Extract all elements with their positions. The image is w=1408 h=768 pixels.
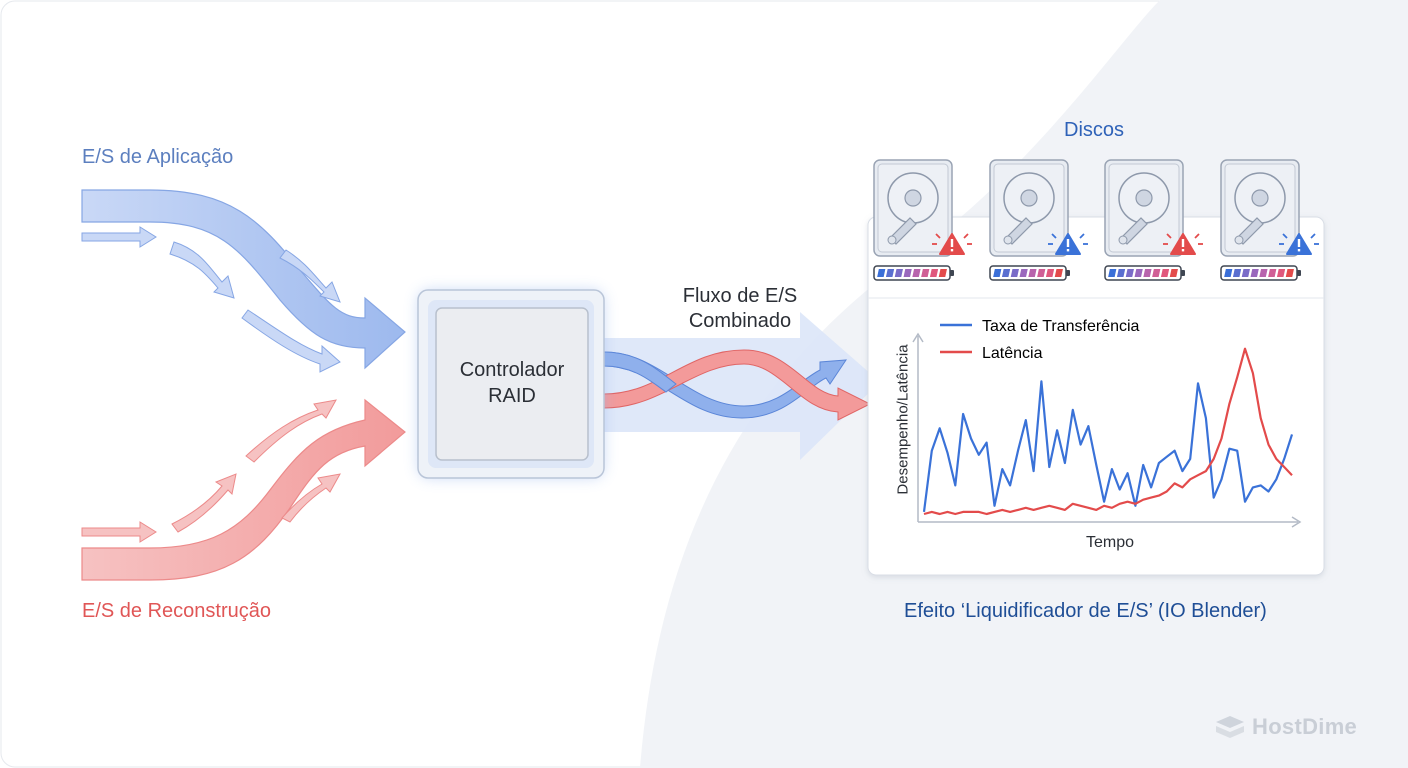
- combined-flow-arrow: [600, 312, 880, 460]
- combined-flow-line1: Fluxo de E/S: [682, 285, 798, 307]
- hard-disk-icon: [1104, 159, 1203, 281]
- rebuild-small-arrow-2: [171, 473, 237, 533]
- io-blender-caption: Efeito ‘Liquidificador de E/S’ (IO Blend…: [904, 600, 1267, 622]
- legend-label-latency: Latência: [982, 345, 1043, 362]
- combined-flow-label: Fluxo de E/S Combinado: [640, 284, 840, 334]
- application-io-label: E/S de Aplicação: [82, 146, 234, 168]
- hostdime-logo-icon: [1216, 716, 1244, 738]
- application-small-arrow-1: [81, 226, 157, 248]
- throughput-series-line: [922, 380, 1294, 513]
- y-axis-label: Desempenho/Latência: [894, 344, 912, 495]
- chart-series: [922, 347, 1294, 516]
- alert-icon: [1163, 233, 1203, 255]
- disks-group: [873, 159, 1319, 281]
- alert-icon: [932, 233, 972, 255]
- rebuild-io-arrows: [81, 398, 406, 581]
- application-io-arrows: [81, 189, 406, 373]
- brand-name: HostDime: [1252, 714, 1358, 739]
- rebuild-small-arrow-3: [245, 399, 337, 463]
- alert-icon: [1279, 233, 1319, 255]
- application-small-arrow-4: [241, 309, 341, 373]
- chart-axes: [912, 332, 1302, 528]
- chart-legend: Taxa de Transferência Latência: [940, 318, 1140, 362]
- rebuild-small-arrow-1: [81, 521, 157, 543]
- chart-panel: [867, 216, 1325, 576]
- application-main-arrow: [81, 189, 406, 370]
- raid-controller: [417, 289, 605, 479]
- controller-label-line1: Controlador: [459, 359, 565, 381]
- hard-disk-icon: [1220, 159, 1319, 281]
- disks-label: Discos: [1064, 119, 1125, 141]
- hard-disk-icon: [989, 159, 1088, 281]
- combined-flow-line2: Combinado: [688, 310, 792, 332]
- alert-icon: [1048, 233, 1088, 255]
- legend-label-throughput: Taxa de Transferência: [982, 318, 1140, 335]
- x-axis-label: Tempo: [1086, 534, 1135, 551]
- rebuild-io-label: E/S de Reconstrução: [82, 600, 271, 622]
- braided-streams: [603, 349, 872, 421]
- application-small-arrow-2: [169, 241, 235, 299]
- disk-load-bar: [1220, 265, 1301, 281]
- disk-load-bar: [873, 265, 954, 281]
- application-small-arrow-3: [279, 249, 341, 303]
- latency-series-line: [923, 347, 1293, 516]
- rebuild-small-arrow-4: [281, 473, 341, 523]
- disk-load-bar: [989, 265, 1070, 281]
- disk-load-bar: [1104, 265, 1185, 281]
- raid-controller-label: Controlador RAID: [436, 308, 588, 458]
- hard-disk-icon: [873, 159, 972, 281]
- rebuild-main-arrow: [81, 398, 406, 581]
- controller-label-line2: RAID: [488, 385, 536, 407]
